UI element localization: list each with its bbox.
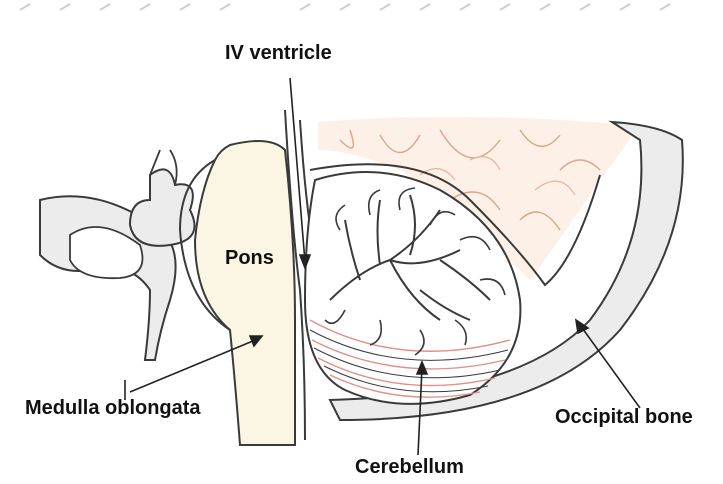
label-cerebellum: Cerebellum xyxy=(355,457,464,477)
pons-medulla-shape xyxy=(195,141,295,445)
top-border-hatching xyxy=(20,4,670,10)
label-pons: Pons xyxy=(225,248,274,268)
label-medulla-oblongata: Medulla oblongata xyxy=(25,398,201,418)
pituitary-outline xyxy=(130,169,195,245)
label-occipital-bone: Occipital bone xyxy=(555,407,693,427)
label-iv-ventricle: IV ventricle xyxy=(225,43,332,63)
